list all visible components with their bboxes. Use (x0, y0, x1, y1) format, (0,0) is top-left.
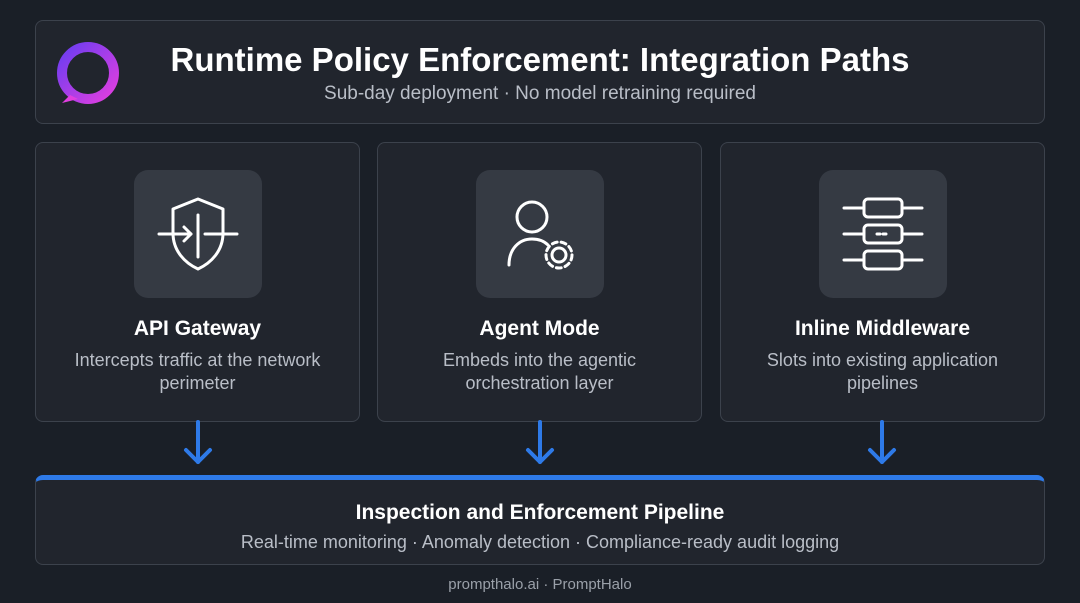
card-inline-middleware: Inline Middleware Slots into existing ap… (720, 142, 1045, 422)
arrow-down-icon (868, 420, 896, 464)
arrow-down-icon (526, 420, 554, 464)
card-api-gateway: API Gateway Intercepts traffic at the ne… (35, 142, 360, 422)
card-title: API Gateway (133, 317, 262, 340)
card-title: Inline Middleware (794, 317, 971, 340)
header-panel: Runtime Policy Enforcement: Integration … (35, 20, 1045, 124)
arrow-down-icon (184, 420, 212, 464)
ring-logo-icon (57, 42, 119, 104)
card-description: Slots into existing application pipeline… (766, 350, 999, 393)
page-subtitle: Sub-day deployment · No model retraining… (324, 83, 756, 104)
footer-credit: prompthalo.ai · PromptHalo (448, 576, 632, 593)
pipeline-title: Inspection and Enforcement Pipeline (355, 501, 725, 524)
page-title: Runtime Policy Enforcement: Integration … (170, 41, 910, 78)
card-title: Agent Mode (479, 317, 600, 340)
shield-arrow-icon (157, 197, 239, 271)
stacked-layers-icon (842, 197, 924, 271)
icon-tile (134, 170, 262, 298)
pipeline-panel: Inspection and Enforcement Pipeline Real… (35, 475, 1045, 565)
card-description: Embeds into the agentic orchestration la… (442, 350, 637, 393)
user-gear-icon (507, 200, 574, 270)
card-agent-mode: Agent Mode Embeds into the agentic orche… (377, 142, 702, 422)
card-description: Intercepts traffic at the network perime… (74, 350, 321, 393)
pipeline-subtitle: Real-time monitoring · Anomaly detection… (240, 532, 840, 552)
icon-tile (819, 170, 947, 298)
icon-tile (476, 170, 604, 298)
